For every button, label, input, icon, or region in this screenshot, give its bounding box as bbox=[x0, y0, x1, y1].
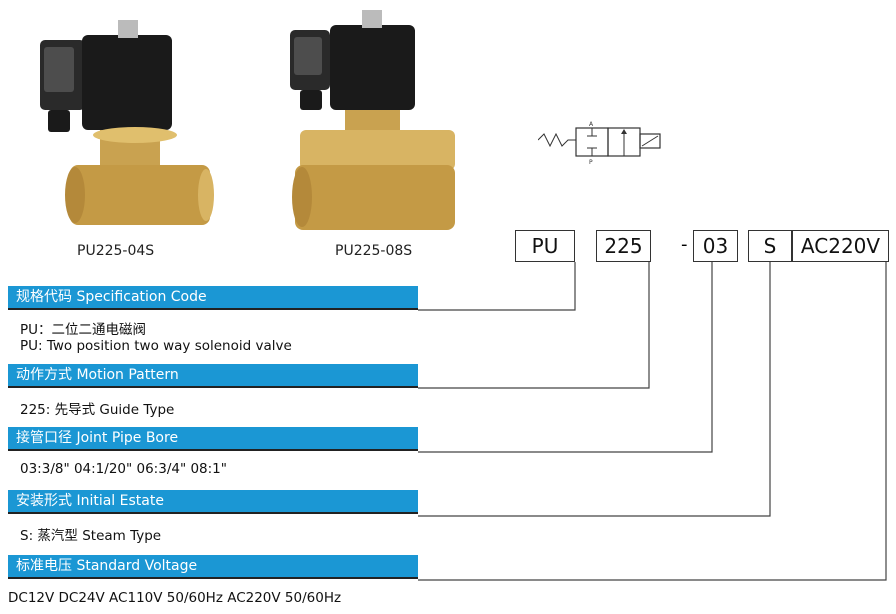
valve-image-pu225-04s bbox=[40, 20, 214, 225]
valve-image-pu225-08s bbox=[290, 10, 455, 230]
valve-symbol-diagram: A P bbox=[538, 121, 661, 166]
code-box-voltage: AC220V bbox=[792, 230, 889, 262]
section-underline bbox=[8, 449, 418, 451]
section-desc: 03:3/8" 04:1/20" 06:3/4" 08:1" bbox=[20, 461, 227, 477]
section-desc: PU: Two position two way solenoid valve bbox=[20, 338, 292, 354]
section-title-standard-voltage: 标准电压 Standard Voltage bbox=[8, 555, 418, 577]
code-box-pu: PU bbox=[515, 230, 575, 262]
product-caption: PU225-04S bbox=[77, 243, 155, 259]
port-label-a: A bbox=[589, 121, 594, 128]
section-underline bbox=[8, 308, 418, 310]
section-desc: 225: 先导式 Guide Type bbox=[20, 402, 175, 418]
section-underline bbox=[8, 512, 418, 514]
code-box-bore: 03 bbox=[693, 230, 738, 262]
section-desc: DC12V DC24V AC110V 50/60Hz AC220V 50/60H… bbox=[8, 590, 342, 606]
section-title-motion-pattern: 动作方式 Motion Pattern bbox=[8, 364, 418, 386]
section-desc: PU：二位二通电磁阀 bbox=[20, 322, 147, 338]
section-title-initial-estate: 安装形式 Initial Estate bbox=[8, 490, 418, 512]
section-desc: S: 蒸汽型 Steam Type bbox=[20, 528, 162, 544]
section-title-joint-pipe-bore: 接管口径 Joint Pipe Bore bbox=[8, 427, 418, 449]
section-title-spec-code: 规格代码 Specification Code bbox=[8, 286, 418, 308]
section-underline bbox=[8, 386, 418, 388]
product-caption: PU225-08S bbox=[335, 243, 413, 259]
code-box-estate: S bbox=[748, 230, 792, 262]
port-label-p: P bbox=[589, 159, 593, 166]
code-separator: - bbox=[681, 234, 688, 255]
code-box-series: 225 bbox=[596, 230, 651, 262]
section-underline bbox=[8, 577, 418, 579]
